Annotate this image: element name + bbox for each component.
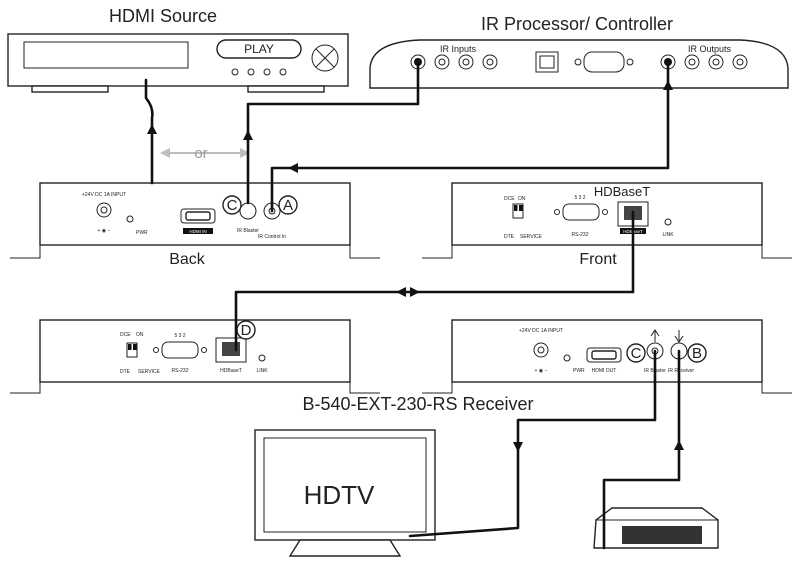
- pwr-label: PWR: [136, 230, 148, 236]
- rx-hdbaset-port-label: HDBaseT: [220, 368, 242, 374]
- front-label: Front: [579, 251, 617, 268]
- service-label: SERVICE: [520, 234, 543, 240]
- hdmi-out-label: HDMI OUT: [592, 368, 617, 374]
- power-input-label: +24V DC 1A INPUT: [82, 192, 126, 198]
- back-label: Back: [169, 251, 206, 268]
- port-c-marker: C: [227, 197, 238, 214]
- rx-rs232-pins-label: 5 3 2: [174, 333, 185, 339]
- svg-text:+ ◉ −: + ◉ −: [535, 368, 548, 374]
- rx-link-label: LINK: [256, 368, 268, 374]
- rx-power-input-label: +24V DC 1A INPUT: [519, 328, 563, 334]
- receiver-right-panel: +24V DC 1A INPUT + ◉ − PWR HDMI OUT IR B…: [422, 319, 792, 394]
- rx-ir-receiver-label: IR Receiver: [668, 368, 694, 374]
- port-d-marker: D: [241, 322, 252, 339]
- rs232-label: RS-232: [572, 232, 589, 238]
- rx-rs232-label: RS-232: [172, 368, 189, 374]
- hdtv-device: HDTV: [254, 429, 436, 557]
- svg-text:+ ◉ −: + ◉ −: [98, 228, 111, 234]
- dte-label: DTE: [504, 234, 515, 240]
- port-b-marker: B: [692, 345, 702, 362]
- play-button-label: PLAY: [244, 42, 274, 56]
- rx-service-label: SERVICE: [138, 369, 161, 375]
- ir-control-in-label: IR Control In: [258, 234, 286, 240]
- hdmi-in-label: HDMI IN: [189, 229, 206, 234]
- hdmi-source-title: HDMI Source: [109, 6, 217, 26]
- receiver-title: B-540-EXT-230-RS Receiver: [302, 394, 533, 414]
- or-label: or: [194, 145, 207, 162]
- rx-port-c-marker: C: [631, 345, 642, 362]
- rx-pwr-label: PWR: [573, 368, 585, 374]
- ir-processor-device: IR Inputs IR Outputs: [369, 39, 789, 89]
- ir-inputs-label: IR Inputs: [440, 44, 477, 54]
- ir-blaster-label: IR Blaster: [237, 228, 259, 234]
- rx-dce-label: DCE: [120, 332, 131, 338]
- ir-outputs-label: IR Outputs: [688, 44, 732, 54]
- dce-label: DCE: [504, 196, 515, 202]
- hdmi-source-device: PLAY: [7, 33, 349, 93]
- rx-dte-label: DTE: [120, 369, 131, 375]
- port-a-marker: A: [283, 197, 293, 214]
- on-label: ON: [518, 196, 526, 202]
- ir-receiver-eye: [593, 507, 719, 549]
- hdtv-label: HDTV: [304, 480, 375, 510]
- rs232-pins-label: 5 3 2: [574, 195, 585, 201]
- svg-text:ON: ON: [136, 332, 144, 338]
- ir-processor-title: IR Processor/ Controller: [481, 14, 673, 34]
- transmitter-back-panel: +24V DC 1A INPUT + ◉ − PWR HDMI IN IR Bl…: [10, 182, 380, 259]
- hdbaset-label: HDBaseT: [594, 184, 650, 199]
- link-label: LINK: [662, 232, 674, 238]
- receiver-left-panel: DCE ON DTE SERVICE 5 3 2 RS-232 HDBaseT …: [10, 319, 380, 394]
